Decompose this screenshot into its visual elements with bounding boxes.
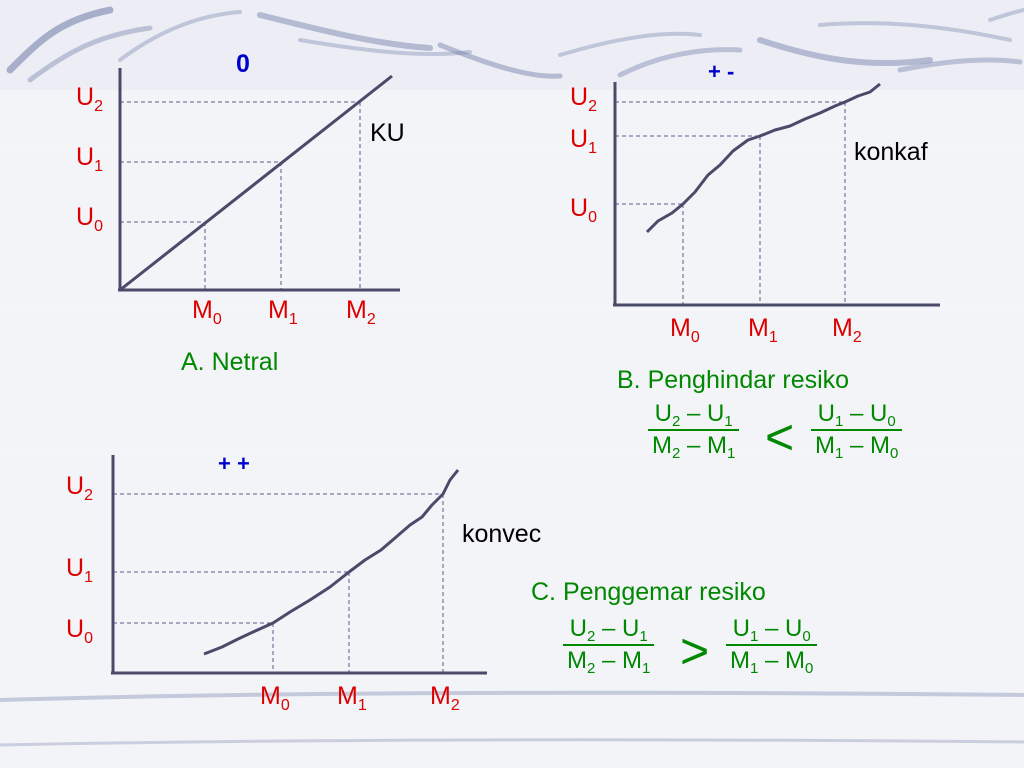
- graph-a-netral: [118, 68, 400, 292]
- graph-a-curve-label: KU: [370, 119, 405, 147]
- graph-c-caption: C. Penggemar resiko: [531, 578, 766, 606]
- graph-a-x-label-m0: M0: [192, 296, 222, 328]
- graph-b-y-label-u0: U0: [570, 194, 597, 226]
- graph-a-x-label-m1: M1: [268, 296, 298, 328]
- graph-c-sign-mark: + +: [218, 451, 250, 476]
- graph-c-y-label-u2: U2: [66, 472, 93, 504]
- graph-b-utility-curve: [645, 82, 881, 234]
- graph-c-left-fraction: U2 – U1 M2 – M1: [563, 617, 655, 676]
- graph-a-guides: [120, 101, 361, 290]
- graph-b-x-label-m1: M1: [748, 314, 778, 346]
- graph-c-konvec: [111, 455, 487, 675]
- graph-c-right-fraction: U1 – U0 M1 – M0: [726, 617, 818, 676]
- graph-b-left-fraction: U2 – U1 M2 – M1: [648, 402, 740, 461]
- graph-c-y-label-u1: U1: [66, 554, 93, 586]
- graph-c-x-label-m0: M0: [260, 682, 290, 714]
- graph-b-sign-mark: + -: [708, 59, 735, 84]
- graph-c-x-label-m1: M1: [337, 682, 367, 714]
- graph-c-guides: [113, 493, 444, 673]
- graph-b-konkaf: [613, 82, 940, 307]
- graph-b-comparator: <: [765, 409, 795, 465]
- graph-c-curve-label: konvec: [462, 520, 542, 548]
- graph-a-x-label-m2: M2: [346, 296, 376, 328]
- graph-b-curve-label: konkaf: [854, 138, 928, 166]
- graph-a-y-label-u1: U1: [76, 143, 103, 175]
- graph-a-utility-curve: [119, 74, 393, 292]
- graph-b-y-label-u2: U2: [570, 83, 597, 115]
- graph-c-y-label-u0: U0: [66, 615, 93, 647]
- graph-c-utility-curve: [203, 469, 460, 656]
- graph-b-caption: B. Penghindar resiko: [617, 366, 850, 394]
- graph-c-comparator: >: [680, 623, 710, 679]
- graph-b-guides: [615, 101, 846, 305]
- graph-b-x-label-m2: M2: [832, 314, 862, 346]
- graph-a-caption: A. Netral: [181, 348, 279, 376]
- graph-b-right-fraction: U1 – U0 M1 – M0: [811, 402, 903, 461]
- graph-b-y-label-u1: U1: [570, 125, 597, 157]
- graph-a-y-label-u0: U0: [76, 203, 103, 235]
- graph-b-x-label-m0: M0: [670, 314, 700, 346]
- graph-a-sign-mark: 0: [236, 50, 250, 78]
- graph-a-y-label-u2: U2: [76, 83, 103, 115]
- graph-c-x-label-m2: M2: [430, 682, 460, 714]
